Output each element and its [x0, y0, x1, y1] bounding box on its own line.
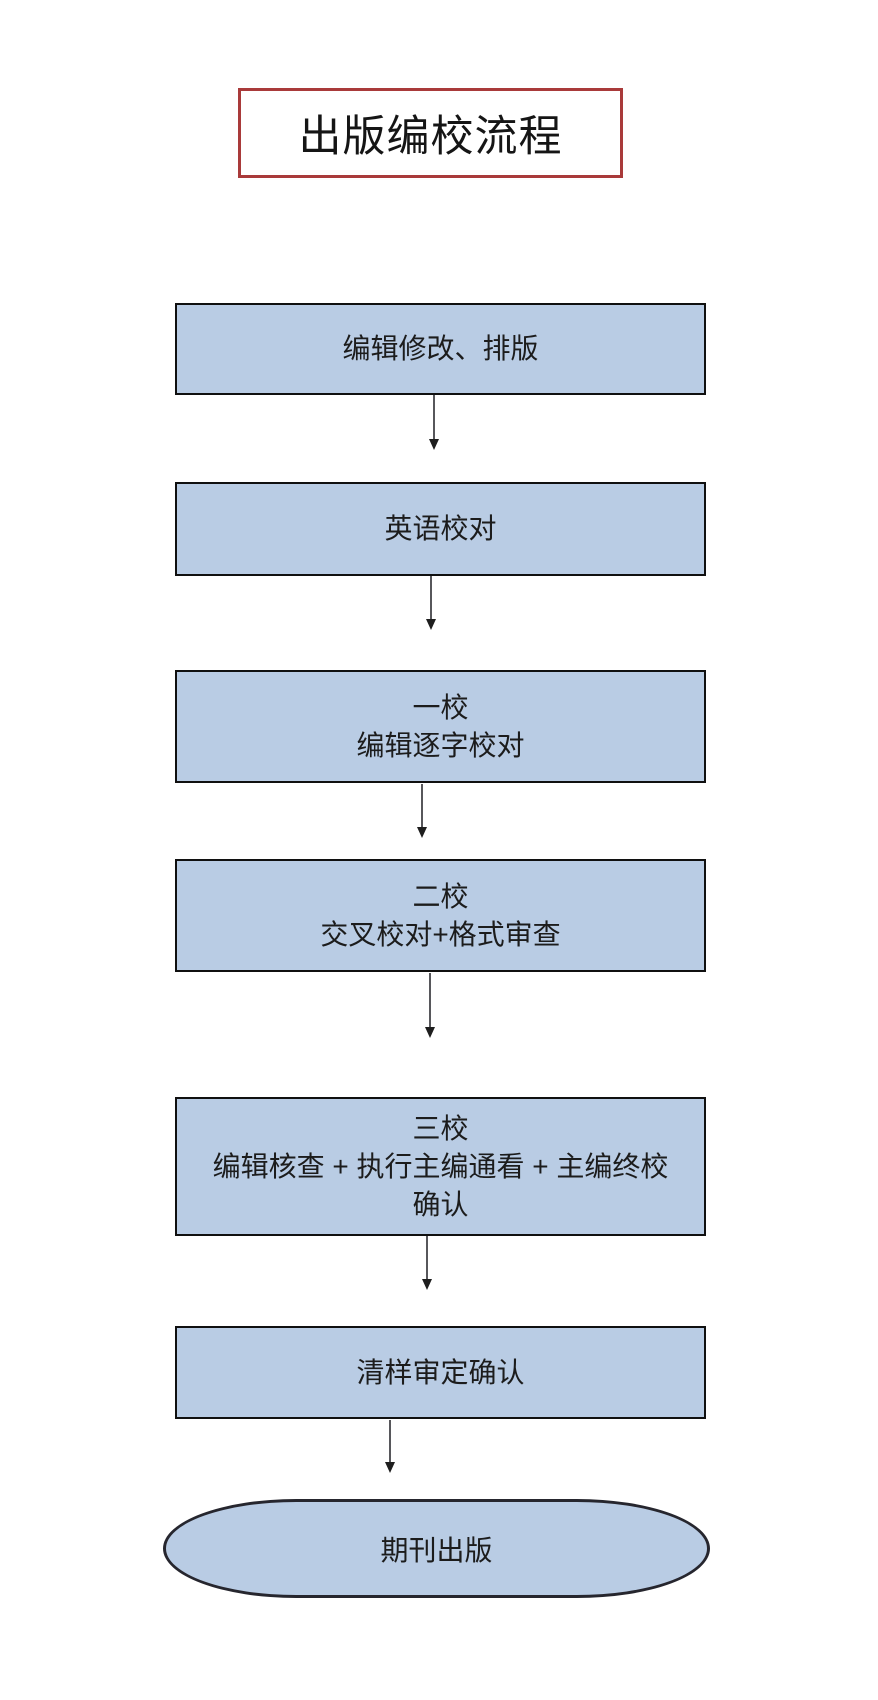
- step-line: 编辑核查 + 执行主编通看 + 主编终校: [212, 1150, 669, 1182]
- arrow-down-icon: [424, 973, 436, 1038]
- flow-step-english-proofreading: 英语校对: [175, 482, 706, 576]
- diagram-title-box: 出版编校流程: [238, 88, 623, 178]
- arrow-head: [385, 1462, 395, 1473]
- step-line: 编辑逐字校对: [356, 729, 525, 761]
- flow-step-third-proof: 三校 编辑核查 + 执行主编通看 + 主编终校 确认: [175, 1097, 706, 1236]
- step-line: 三校: [412, 1112, 469, 1144]
- arrow-stem: [389, 1420, 391, 1464]
- arrow-head: [429, 439, 439, 450]
- diagram-title: 出版编校流程: [298, 114, 563, 161]
- step-line: 清样审定确认: [356, 1356, 525, 1388]
- arrow-down-icon: [425, 576, 437, 630]
- flow-terminal-journal-publication: 期刊出版: [163, 1499, 710, 1598]
- step-line: 一校: [412, 691, 469, 723]
- step-line: 英语校对: [384, 513, 497, 544]
- arrow-down-icon: [421, 1236, 433, 1290]
- step-line: 编辑修改、排版: [342, 333, 539, 364]
- arrow-stem: [433, 395, 435, 441]
- arrow-stem: [421, 784, 423, 829]
- flow-step-second-proof: 二校 交叉校对+格式审查: [175, 859, 706, 972]
- flow-step-first-proof: 一校 编辑逐字校对: [175, 670, 706, 783]
- flow-step-final-proof-confirmation: 清样审定确认: [175, 1326, 706, 1419]
- arrow-head: [425, 1027, 435, 1038]
- arrow-stem: [429, 973, 431, 1029]
- arrow-down-icon: [428, 395, 440, 450]
- arrow-stem: [426, 1236, 428, 1281]
- arrow-stem: [430, 576, 432, 621]
- arrow-head: [426, 619, 436, 630]
- terminal-label: 期刊出版: [380, 1534, 493, 1566]
- step-line: 交叉校对+格式审查: [320, 918, 561, 950]
- arrow-down-icon: [416, 784, 428, 838]
- arrow-down-icon: [384, 1420, 396, 1473]
- step-line: 二校: [412, 880, 469, 912]
- arrow-head: [417, 827, 427, 838]
- flow-step-editing-typesetting: 编辑修改、排版: [175, 303, 706, 395]
- arrow-head: [422, 1279, 432, 1290]
- step-line: 确认: [412, 1188, 469, 1220]
